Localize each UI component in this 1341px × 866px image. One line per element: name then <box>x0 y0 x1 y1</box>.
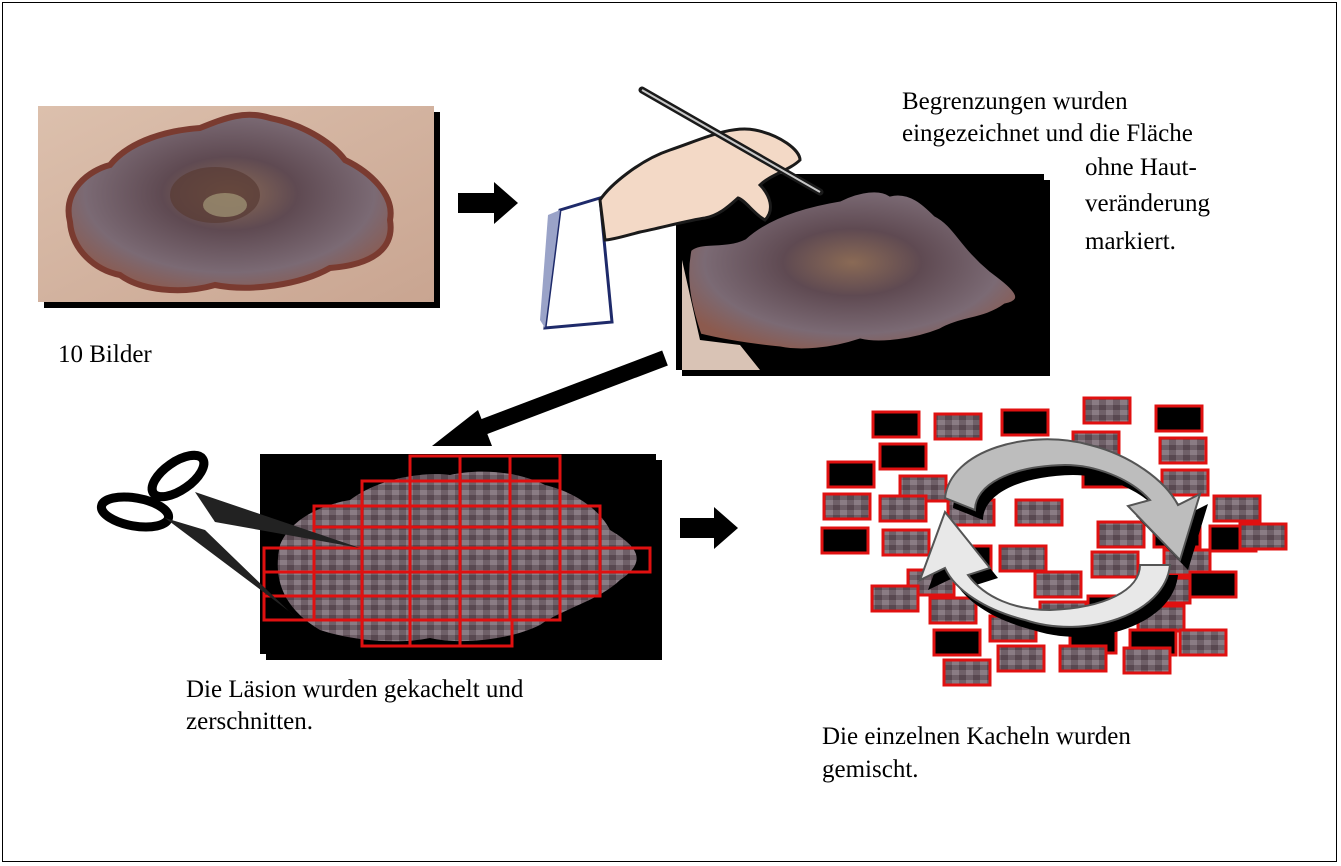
step2-caption-line4: veränderung <box>1085 188 1210 220</box>
arrow-right-icon-2 <box>680 507 738 549</box>
arrow-diagonal-icon <box>432 358 665 446</box>
step2-caption-line3: ohne Haut- <box>1085 152 1197 184</box>
lesion-photo <box>38 106 440 308</box>
step1-caption: 10 Bilder <box>58 339 152 371</box>
step2-caption-line5: markiert. <box>1085 226 1176 258</box>
step4-caption-line2: gemischt. <box>822 754 919 786</box>
tiled-lesion <box>260 454 662 660</box>
step2-caption-line1: Begrenzungen wurden <box>902 86 1128 118</box>
step2-caption-line2: eingezeichnet und die Fläche <box>902 118 1193 150</box>
step4-caption-line1: Die einzelnen Kacheln wurden <box>822 721 1131 753</box>
step3-caption-line2: zerschnitten. <box>186 706 313 738</box>
step3-caption-line1: Die Läsion wurden gekachelt und <box>186 674 523 706</box>
arrow-right-icon <box>458 182 518 224</box>
